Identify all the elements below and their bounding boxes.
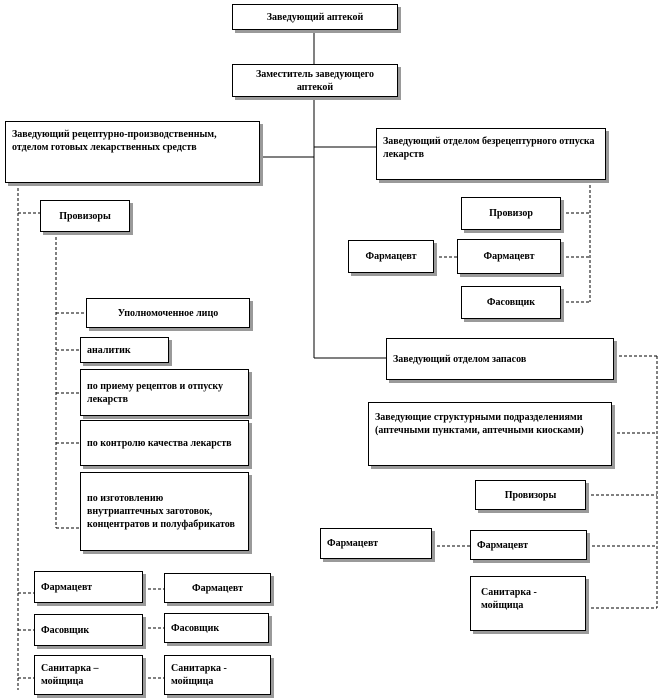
production-dept-head-box: Заведующий рецептурно-производственным, … bbox=[5, 121, 260, 183]
quality-control-label: по контролю качества лекарств bbox=[87, 437, 232, 449]
pharmacist-left-2-label: Фармацевт bbox=[191, 582, 243, 594]
otc-pharmacist-box: Фармацевт bbox=[457, 239, 561, 274]
stock-pharmacist-outer-label: Фармацевт bbox=[327, 538, 379, 549]
provizory-left-box: Провизоры bbox=[40, 200, 130, 232]
reception-label: по приему рецептов и отпуску лекарств bbox=[87, 380, 224, 405]
analyst-box: аналитик bbox=[80, 337, 169, 363]
quality-control-box: по контролю качества лекарств bbox=[80, 420, 249, 466]
head-of-pharmacy-box: Заведующий аптекой bbox=[232, 4, 398, 30]
stock-pharmacist-box: Фармацевт bbox=[470, 530, 587, 560]
authorized-person-label: Уполномоченное лицо bbox=[117, 307, 219, 319]
otc-pharmacist-outer-box: Фармацевт bbox=[348, 240, 434, 273]
cleaner-left-label: Санитарка – мойщица bbox=[41, 663, 99, 687]
stock-pharmacist-outer-box: Фармацевт bbox=[320, 528, 432, 559]
otc-packer-label: Фасовщик bbox=[486, 297, 536, 308]
otc-provizor-box: Провизор bbox=[461, 197, 561, 230]
stock-dept-head-label: Заведующий отделом запасов bbox=[393, 353, 527, 365]
cleaner-left-2-box: Санитарка - мойщица bbox=[164, 655, 271, 695]
packer-left-2-label: Фасовщик bbox=[171, 622, 220, 634]
stock-cleaner-label: Санитарка - мойщица bbox=[481, 587, 537, 611]
deputy-head-box: Заместитель заведующего аптекой bbox=[232, 64, 398, 97]
structural-heads-box: Заведующие структурными подразделениями … bbox=[368, 402, 612, 466]
reception-box: по приему рецептов и отпуску лекарств bbox=[80, 369, 249, 416]
pharmacist-left-box: Фармацевт bbox=[34, 571, 143, 603]
manufacturing-box: по изготовлению внутриаптечных заготовок… bbox=[80, 472, 249, 551]
packer-left-2-box: Фасовщик bbox=[164, 613, 269, 643]
stock-dept-head-box: Заведующий отделом запасов bbox=[386, 338, 614, 380]
otc-provizor-label: Провизор bbox=[489, 208, 533, 219]
otc-pharmacist-outer-label: Фармацевт bbox=[365, 251, 417, 262]
head-of-pharmacy-label: Заведующий аптекой bbox=[266, 11, 364, 23]
otc-packer-box: Фасовщик bbox=[461, 286, 561, 319]
stock-provizory-box: Провизоры bbox=[475, 480, 586, 510]
cleaner-left-box: Санитарка – мойщица bbox=[34, 655, 143, 695]
stock-provizory-label: Провизоры bbox=[504, 489, 557, 501]
production-dept-head-label: Заведующий рецептурно-производственным, … bbox=[12, 129, 217, 153]
provizory-left-label: Провизоры bbox=[59, 210, 111, 222]
otc-dept-head-label: Заведующий отделом безрецептурного отпус… bbox=[383, 136, 595, 160]
analyst-label: аналитик bbox=[87, 344, 131, 356]
otc-pharmacist-label: Фармацевт bbox=[483, 251, 535, 262]
structural-heads-label: Заведующие структурными подразделениями … bbox=[375, 412, 584, 436]
otc-dept-head-box: Заведующий отделом безрецептурного отпус… bbox=[376, 128, 606, 180]
packer-left-label: Фасовщик bbox=[41, 624, 90, 636]
stock-pharmacist-label: Фармацевт bbox=[477, 539, 529, 551]
pharmacist-left-2-box: Фармацевт bbox=[164, 573, 271, 603]
packer-left-box: Фасовщик bbox=[34, 614, 143, 646]
manufacturing-label: по изготовлению внутриаптечных заготовок… bbox=[87, 493, 235, 530]
cleaner-left-2-label: Санитарка - мойщица bbox=[171, 663, 227, 687]
authorized-person-box: Уполномоченное лицо bbox=[86, 298, 250, 328]
pharmacist-left-label: Фармацевт bbox=[41, 581, 93, 593]
stock-cleaner-box: Санитарка - мойщица bbox=[470, 576, 586, 631]
deputy-head-label: Заместитель заведующего аптекой bbox=[255, 68, 375, 93]
